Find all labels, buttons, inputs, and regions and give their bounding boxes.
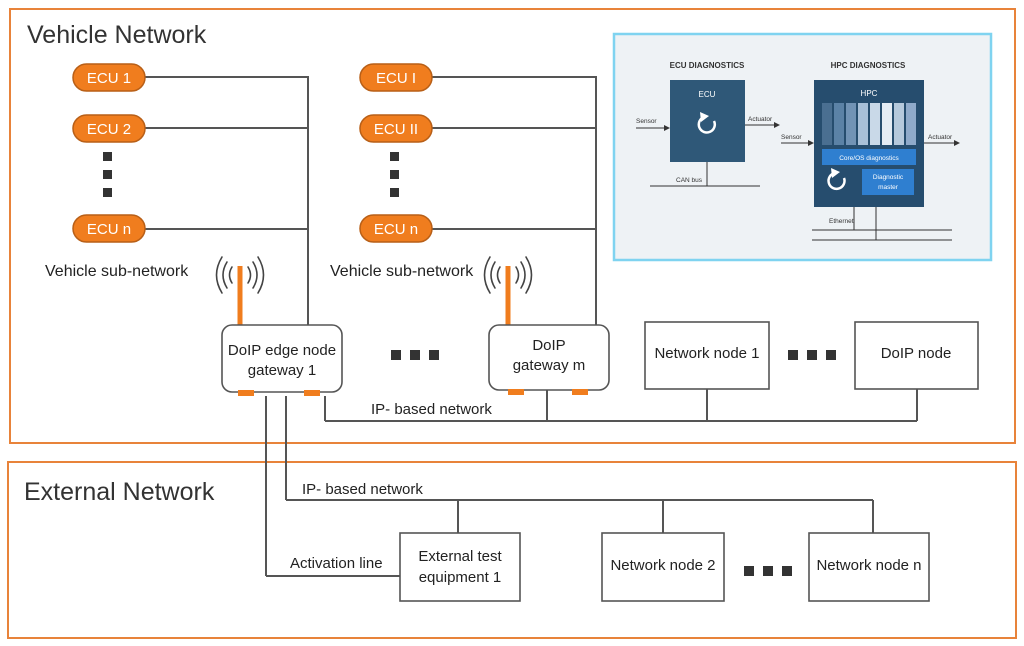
subnetwork-2-bus [418,76,597,327]
external-network-title: External Network [24,478,215,506]
svg-text:gateway m: gateway m [513,357,586,374]
hpc-diagnostics-title: HPC DIAGNOSTICS [831,61,906,70]
ethernet-label: Ethernet [829,218,854,225]
diagnostics-inset: ECU DIAGNOSTICS HPC DIAGNOSTICS ECU Sens… [612,32,993,262]
svg-text:gateway 1: gateway 1 [248,362,316,379]
svg-text:ECU II: ECU II [374,121,418,138]
ecu-diagnostic-block: ECU [670,80,745,162]
svg-text:ECU: ECU [699,90,716,99]
ellipsis-dots [788,350,836,360]
sensor-label: Sensor [781,134,802,141]
subnetwork-label: Vehicle sub-network [45,263,189,280]
svg-text:master: master [878,184,899,191]
svg-text:ECU 1: ECU 1 [87,70,131,87]
sensor-label: Sensor [636,118,657,125]
svg-text:DoIP node: DoIP node [881,345,952,362]
svg-text:DoIP edge node: DoIP edge node [228,342,336,359]
external-connection-lines [265,396,874,577]
core-os-bar [822,149,916,165]
activation-line-label: Activation line [290,555,383,572]
svg-text:ECU I: ECU I [376,70,416,87]
refresh-icon-arrowhead [700,112,709,122]
external-network-frame [7,461,1017,639]
ellipsis-dots [391,350,439,360]
ecu-pill: ECU I [359,63,433,92]
svg-text:ECU n: ECU n [374,221,418,238]
doip-edge-node-gateway: DoIP edge node gateway 1 [221,324,343,396]
actuator-label: Actuator [928,134,953,141]
ellipsis-dots [390,152,399,197]
refresh-icon-arrowhead [831,168,840,178]
antenna-icon [483,256,533,325]
core-columns [822,103,916,145]
ecu-pill: ECU n [72,214,146,243]
subnetwork-1-bus [145,76,309,327]
ecu-pill: ECU 2 [72,114,146,143]
vehicle-network-frame [9,8,1016,444]
svg-text:Network node 1: Network node 1 [654,345,759,362]
svg-text:Core/OS diagnostics: Core/OS diagnostics [839,155,899,162]
antenna-icon [215,256,265,325]
subnetwork-label: Vehicle sub-network [330,263,474,280]
svg-text:Diagnostic: Diagnostic [873,174,904,181]
svg-text:ECU 2: ECU 2 [87,121,131,138]
ecu-io-lines [636,124,778,187]
network-node: Network node n [808,532,930,602]
refresh-icon [827,171,846,191]
hpc-diagnostic-block: HPC Core/OS diagnostics Diagnostic maste… [814,80,924,207]
svg-text:External test: External test [418,548,502,565]
ip-network-label: IP- based network [302,481,423,498]
doip-gateway-m: DoIP gateway m [488,324,610,395]
svg-text:equipment 1: equipment 1 [419,569,502,586]
actuator-label: Actuator [748,116,773,123]
can-bus-label: CAN bus [676,177,703,184]
ecu-pill: ECU 1 [72,63,146,92]
svg-text:Network node 2: Network node 2 [610,557,715,574]
svg-text:HPC: HPC [861,89,878,98]
ecu-diagnostics-title: ECU DIAGNOSTICS [670,61,745,70]
ellipsis-dots [744,566,792,576]
vehicle-network-title: Vehicle Network [27,21,207,49]
refresh-icon [697,115,717,134]
network-node: Network node 1 [644,321,770,390]
ecu-pill: ECU II [359,114,433,143]
network-node: Network node 2 [601,532,725,602]
external-test-equipment: External test equipment 1 [399,532,521,602]
svg-text:Network node n: Network node n [816,557,921,574]
ip-network-label: IP- based network [371,401,492,418]
vehicle-ip-network-lines [324,389,918,422]
doip-node: DoIP node [854,321,979,390]
svg-text:ECU n: ECU n [87,221,131,238]
diagnostic-master-box [862,169,914,195]
svg-text:DoIP: DoIP [532,337,565,354]
ellipsis-dots [103,152,112,197]
ecu-pill: ECU n [359,214,433,243]
hpc-io-lines [781,142,958,241]
